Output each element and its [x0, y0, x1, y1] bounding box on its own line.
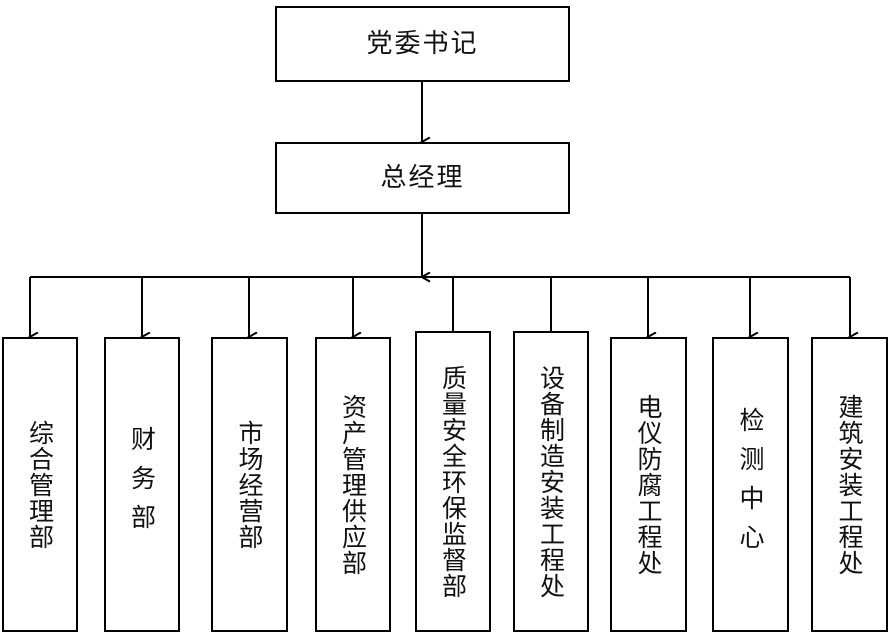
node-general-manager[interactable]: 总经理	[275, 142, 570, 214]
department-box-7[interactable]: 电仪防腐工程处	[610, 337, 687, 632]
department-label-8: 检测中心	[736, 406, 765, 563]
department-box-8[interactable]: 检测中心	[712, 337, 789, 632]
department-label-5: 质量安全环保监督部	[438, 364, 468, 599]
department-label-6: 设备制造安装工程处	[536, 364, 566, 599]
department-label-1: 综合管理部	[25, 419, 55, 550]
node-party-secretary-label: 党委书记	[366, 28, 479, 59]
department-box-5[interactable]: 质量安全环保监督部	[415, 331, 491, 632]
node-party-secretary[interactable]: 党委书记	[275, 6, 570, 82]
department-label-7: 电仪防腐工程处	[634, 393, 663, 576]
department-label-2: 财务部	[127, 426, 157, 543]
department-box-3[interactable]: 市场经营部	[211, 337, 288, 632]
department-box-1[interactable]: 综合管理部	[2, 337, 78, 632]
department-box-4[interactable]: 资产管理供应部	[315, 337, 391, 632]
department-label-9: 建筑安装工程处	[835, 393, 864, 576]
department-box-9[interactable]: 建筑安装工程处	[811, 337, 888, 632]
department-box-2[interactable]: 财务部	[104, 337, 180, 632]
node-general-manager-label: 总经理	[380, 162, 465, 193]
department-label-3: 市场经营部	[235, 419, 264, 550]
department-label-4: 资产管理供应部	[338, 393, 368, 576]
department-box-6[interactable]: 设备制造安装工程处	[513, 331, 589, 632]
